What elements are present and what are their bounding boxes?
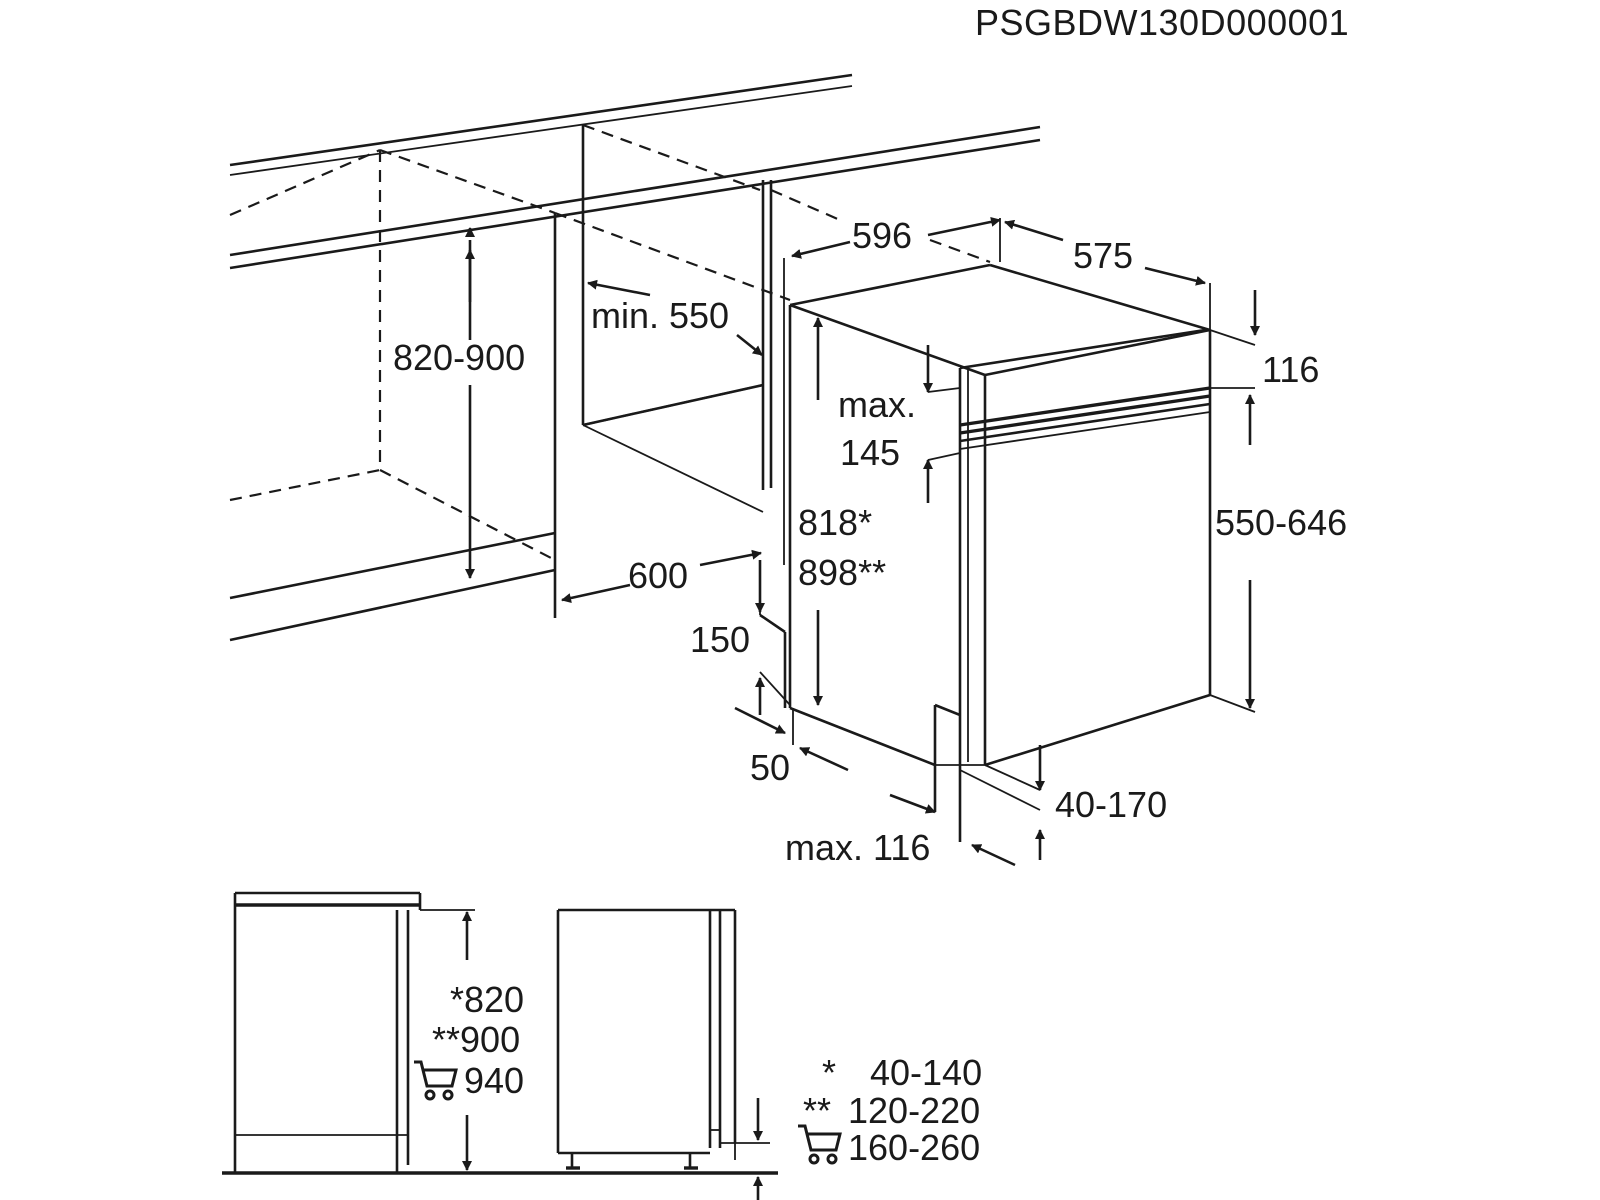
dim-max-116: max. 116: [785, 827, 931, 868]
dim-niche-width: 600: [628, 555, 689, 596]
dim-plinth: 40-170: [1055, 784, 1168, 825]
dishwasher-body: [759, 263, 1212, 842]
legend-right-row-3: 160-260: [848, 1127, 981, 1168]
legend-value: 820: [464, 979, 525, 1020]
side-view-left: [222, 891, 778, 1175]
dim-door-height: 550-646: [1215, 502, 1348, 543]
legend-marker: *: [450, 979, 465, 1020]
dim-niche-min-depth: min. 550: [591, 295, 730, 336]
dim-toe-50: 50: [750, 747, 791, 788]
legend-marker: **: [432, 1019, 461, 1060]
cart-icon: [798, 1124, 842, 1165]
legend-right-row-2-marker: **: [803, 1090, 832, 1131]
legend-right-row-2: 120-220: [848, 1090, 981, 1131]
dim-toe-150: 150: [690, 619, 751, 660]
legend-left-row-2: **900: [432, 1022, 520, 1058]
legend-right-row-1-marker: *: [822, 1052, 837, 1093]
side-view-right: [556, 908, 770, 1200]
dim-panel-gap: 145: [840, 432, 901, 473]
dim-max-label: max.: [838, 384, 917, 425]
dim-niche-height: 820-900: [393, 337, 526, 378]
legend-right-row-1: 40-140: [870, 1052, 983, 1093]
document-code: PSGBDW130D000001: [975, 2, 1350, 43]
dim-appliance-height-1: 818*: [798, 502, 873, 543]
niche-hidden-edges: [229, 123, 991, 561]
legend-left-row-1: *820: [450, 982, 524, 1018]
dim-panel-top: 116: [1262, 349, 1320, 390]
legend-left-row-3: 940: [464, 1060, 525, 1101]
dim-width: 596: [852, 215, 913, 256]
legend-value: 900: [460, 1019, 521, 1060]
cart-icon: [414, 1060, 458, 1101]
dimension-lines: [465, 216, 1260, 867]
dim-depth: 575: [1073, 235, 1134, 276]
dim-appliance-height-2: 898**: [798, 552, 887, 593]
